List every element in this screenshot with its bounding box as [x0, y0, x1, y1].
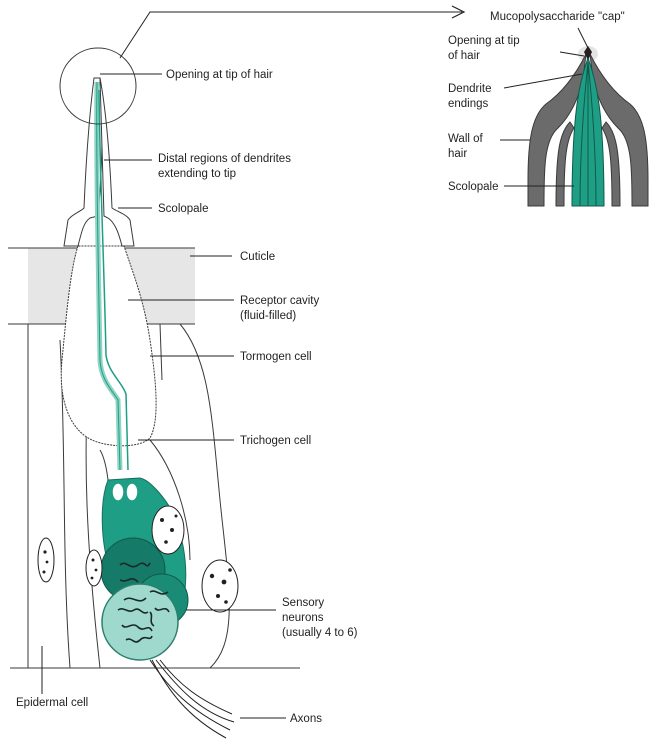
label-cuticle: Cuticle: [240, 251, 275, 263]
label-sensory-1: Sensory: [282, 597, 324, 609]
label-axons: Axons: [290, 713, 322, 725]
inset-label-opening-1: Opening at tip: [448, 35, 520, 47]
inset-label-wall-1: Wall of: [448, 133, 484, 145]
label-sensory-3: (usually 4 to 6): [282, 627, 358, 639]
label-sensory-2: neurons: [282, 612, 324, 624]
hair-shaft-right: [100, 78, 134, 246]
label-distal-1: Distal regions of dendrites: [158, 153, 291, 165]
inset-label-scolopale: Scolopale: [448, 181, 499, 193]
tormogen-cell: [180, 324, 229, 668]
inset-label-wall-2: hair: [448, 148, 467, 160]
label-receptor-1: Receptor cavity: [240, 295, 320, 307]
inset-label-opening-2: of hair: [448, 50, 480, 62]
label-distal-2: extending to tip: [158, 168, 236, 180]
inset-label-dendrite-2: endings: [448, 98, 489, 110]
axons: [150, 660, 234, 738]
label-receptor-2: (fluid-filled): [240, 310, 296, 322]
label-tormogen: Tormogen cell: [240, 351, 312, 363]
label-opening-tip: Opening at tip of hair: [166, 69, 273, 81]
label-epidermal: Epidermal cell: [16, 697, 88, 709]
inset-hair-tip: [528, 46, 648, 206]
label-trichogen: Trichogen cell: [240, 435, 311, 447]
inset-label-cap: Mucopolysaccharide "cap": [490, 11, 625, 23]
sensory-neurons: [101, 478, 188, 660]
inset-label-dendrite-1: Dendrite: [448, 83, 491, 95]
inset-arrow: [120, 12, 462, 58]
label-scolopale: Scolopale: [158, 203, 209, 215]
